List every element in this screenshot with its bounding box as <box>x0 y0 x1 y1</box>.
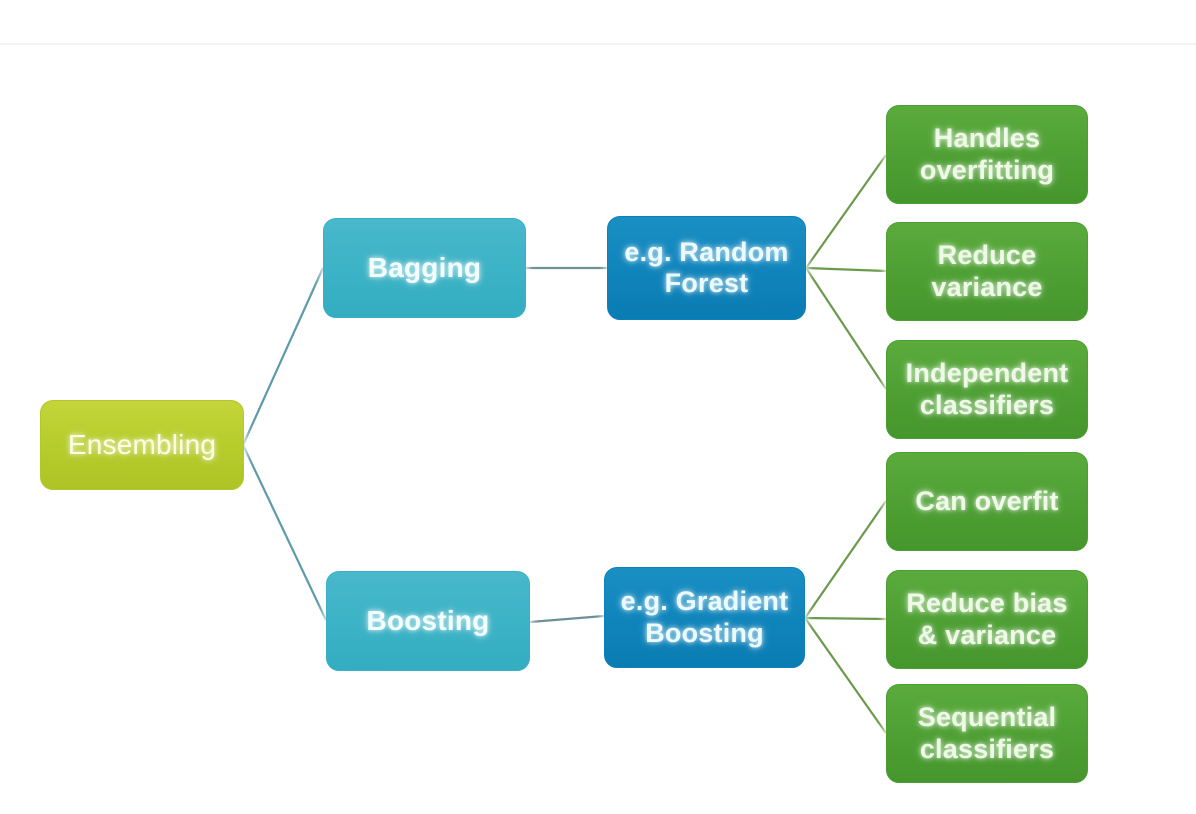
node-gradient-boosting[interactable]: e.g. Gradient Boosting <box>604 567 805 668</box>
node-handles-overfitting-label: Handles overfitting <box>919 123 1055 185</box>
node-random-forest-label: e.g. Random Forest <box>624 236 789 298</box>
node-reduce-bias-variance[interactable]: Reduce bias & variance <box>886 570 1088 669</box>
node-ensembling-label: Ensembling <box>67 428 217 460</box>
edge-random-forest-handles-overfitting <box>805 154 887 269</box>
edge-gradient-boosting-sequential-classifiers <box>804 617 887 734</box>
edge-random-forest-independent-classifiers <box>805 267 887 390</box>
node-random-forest[interactable]: e.g. Random Forest <box>607 216 806 320</box>
edge-random-forest-reduce-variance <box>805 266 887 273</box>
node-independent-classifiers-label: Independent classifiers <box>905 358 1069 420</box>
edge-gradient-boosting-reduce-bias-variance <box>804 616 887 621</box>
edge-gradient-boosting-can-overfit <box>804 500 887 619</box>
node-boosting[interactable]: Boosting <box>326 571 530 671</box>
node-boosting-label: Boosting <box>366 604 490 636</box>
node-bagging[interactable]: Bagging <box>323 218 526 318</box>
edge-boosting-gradient-boosting <box>529 614 605 624</box>
node-sequential-classifiers-label: Sequential classifiers <box>917 702 1057 764</box>
node-reduce-variance[interactable]: Reduce variance <box>886 222 1088 321</box>
node-independent-classifiers[interactable]: Independent classifiers <box>886 340 1088 439</box>
edge-ensembling-boosting <box>242 444 327 621</box>
node-bagging-label: Bagging <box>367 251 482 283</box>
node-reduce-variance-label: Reduce variance <box>931 240 1043 302</box>
node-handles-overfitting[interactable]: Handles overfitting <box>886 105 1088 204</box>
node-sequential-classifiers[interactable]: Sequential classifiers <box>886 684 1088 783</box>
top-divider-rule <box>0 43 1196 45</box>
node-ensembling[interactable]: Ensembling <box>40 400 244 490</box>
node-can-overfit-label: Can overfit <box>915 485 1059 516</box>
node-gradient-boosting-label: e.g. Gradient Boosting <box>620 586 789 648</box>
node-can-overfit[interactable]: Can overfit <box>886 452 1088 551</box>
node-reduce-bias-variance-label: Reduce bias & variance <box>906 588 1068 650</box>
edge-ensembling-bagging <box>241 267 325 446</box>
